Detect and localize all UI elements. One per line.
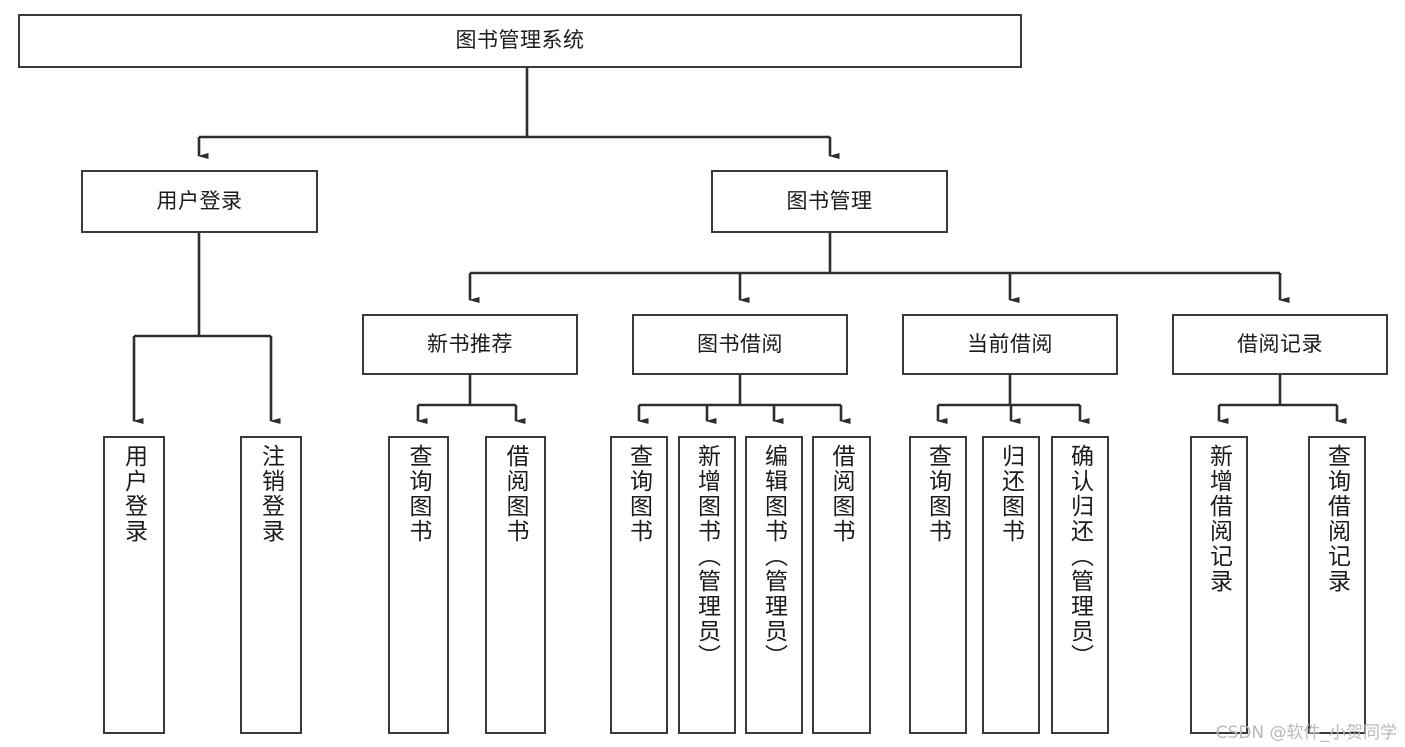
node-label: 新书推荐: [427, 332, 513, 356]
leaf-node[interactable]: 借阅图书: [812, 436, 871, 734]
node-level2-book-management[interactable]: 图书管理: [711, 170, 948, 233]
node-label: 查询图书: [626, 444, 653, 544]
node-label: 确认归还（管理员）: [1067, 444, 1094, 669]
node-label: 当前借阅: [967, 332, 1053, 356]
node-label: 新增图书（管理员）: [694, 444, 721, 669]
leaf-node[interactable]: 用户登录: [103, 436, 165, 734]
node-label: 归还图书: [998, 444, 1025, 544]
leaf-node[interactable]: 查询图书: [610, 436, 668, 734]
node-label: 用户登录: [121, 444, 148, 544]
node-level3-current-borrow[interactable]: 当前借阅: [902, 314, 1118, 375]
node-label: 新增借阅记录: [1206, 444, 1233, 594]
leaf-node[interactable]: 归还图书: [982, 436, 1040, 734]
leaf-node[interactable]: 查询图书: [909, 436, 967, 734]
node-label: 编辑图书（管理员）: [761, 444, 788, 669]
leaf-node[interactable]: 新增借阅记录: [1190, 436, 1248, 734]
node-level3-book-borrow[interactable]: 图书借阅: [632, 314, 848, 375]
node-label: 图书借阅: [697, 332, 783, 356]
node-label: 用户登录: [156, 189, 243, 213]
leaf-node[interactable]: 注销登录: [240, 436, 302, 734]
node-label: 借阅图书: [503, 444, 529, 544]
node-level3-borrow-record[interactable]: 借阅记录: [1172, 314, 1388, 375]
node-label: 图书管理系统: [455, 29, 585, 53]
node-level2-user-login[interactable]: 用户登录: [81, 170, 318, 233]
node-root[interactable]: 图书管理系统: [18, 14, 1022, 68]
node-level3-new-book-recommend[interactable]: 新书推荐: [362, 314, 578, 375]
leaf-node[interactable]: 查询图书: [388, 436, 449, 734]
node-label: 查询借阅记录: [1324, 444, 1351, 594]
node-label: 借阅记录: [1237, 332, 1323, 356]
watermark: CSDN @软件_小贺同学: [1215, 723, 1397, 743]
node-label: 查询图书: [925, 444, 952, 544]
node-label: 图书管理: [786, 189, 873, 213]
leaf-node[interactable]: 确认归还（管理员）: [1051, 436, 1109, 734]
leaf-node[interactable]: 新增图书（管理员）: [678, 436, 736, 734]
leaf-node[interactable]: 编辑图书（管理员）: [745, 436, 803, 734]
node-label: 借阅图书: [829, 444, 855, 544]
leaf-node[interactable]: 借阅图书: [485, 436, 546, 734]
leaf-node[interactable]: 查询借阅记录: [1308, 436, 1366, 734]
node-label: 查询图书: [406, 444, 432, 544]
node-label: 注销登录: [258, 444, 285, 544]
